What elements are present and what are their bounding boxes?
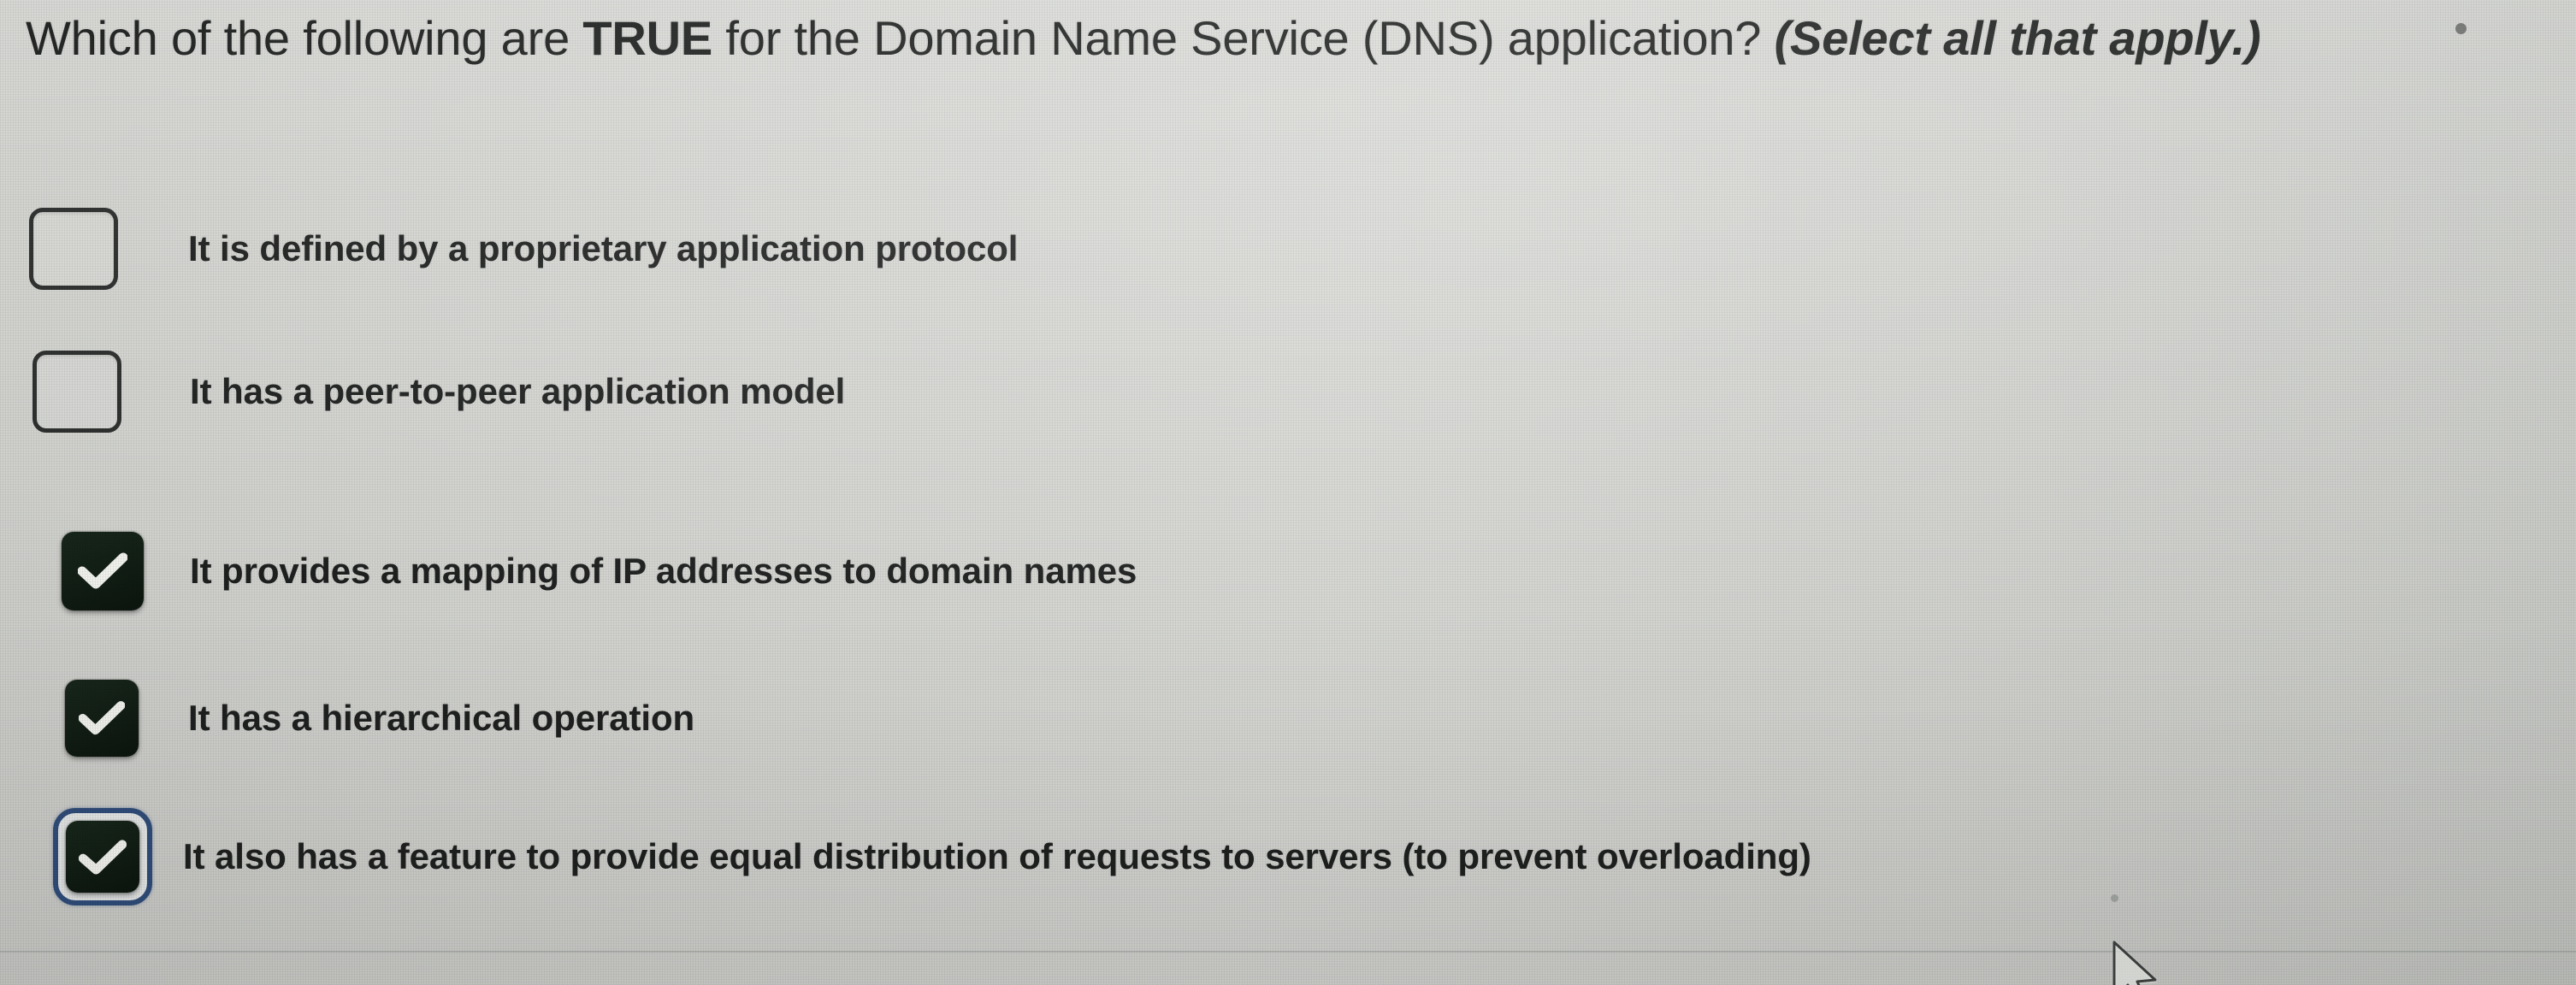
option-row-3[interactable]: It provides a mapping of IP addresses to… — [62, 532, 1137, 610]
option-label-3: It provides a mapping of IP addresses to… — [190, 551, 1137, 591]
question-prefix: Which of the following are — [26, 11, 583, 65]
option-label-2: It has a peer-to-peer application model — [190, 371, 846, 411]
option-label-5: It also has a feature to provide equal d… — [183, 836, 1811, 876]
question-text: Which of the following are TRUE for the … — [26, 10, 2523, 67]
option-row-5[interactable]: It also has a feature to provide equal d… — [53, 808, 1811, 905]
option-label-4: It has a hierarchical operation — [188, 698, 695, 738]
option-row-2[interactable]: It has a peer-to-peer application model — [32, 351, 845, 433]
bottom-divider — [0, 951, 2576, 953]
check-icon — [78, 552, 127, 589]
checkbox-hierarchical-operation[interactable] — [65, 680, 139, 757]
option-row-1[interactable]: It is defined by a proprietary applicati… — [29, 208, 1018, 290]
checkbox-focus-ring — [53, 808, 152, 905]
check-icon — [79, 700, 125, 735]
check-icon — [79, 840, 127, 875]
checkbox-equal-distribution[interactable] — [66, 821, 139, 893]
dust-speck — [2111, 894, 2118, 902]
question-instruction: (Select all that apply.) — [1774, 11, 2261, 65]
checkbox-proprietary-protocol[interactable] — [29, 208, 118, 290]
question-emphasis-true: TRUE — [582, 11, 713, 65]
option-row-4[interactable]: It has a hierarchical operation — [65, 680, 694, 757]
option-label-1: It is defined by a proprietary applicati… — [188, 228, 1019, 268]
question-middle: for the Domain Name Service (DNS) applic… — [712, 11, 1775, 65]
checkbox-peer-to-peer-model[interactable] — [32, 351, 121, 433]
checkbox-ip-to-domain-mapping[interactable] — [62, 532, 144, 610]
dust-speck — [2455, 23, 2467, 34]
